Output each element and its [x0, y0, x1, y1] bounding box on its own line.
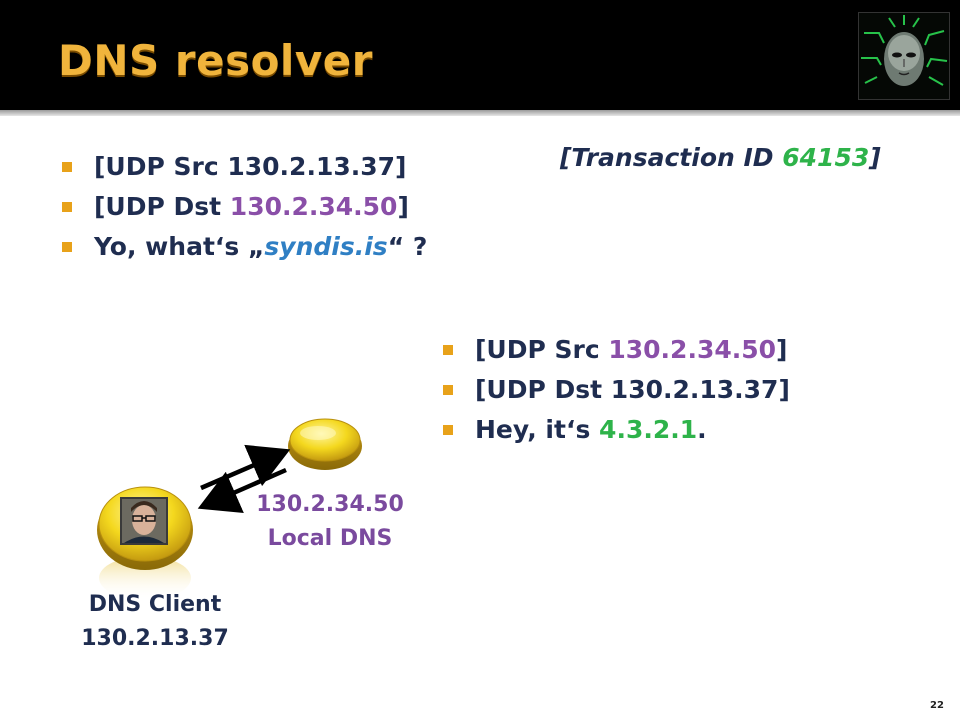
- query-question-suffix: “ ?: [387, 232, 428, 261]
- response-src-item: [UDP Src 130.2.34.50]: [443, 330, 790, 370]
- bullet-square-icon: [62, 162, 72, 172]
- local-dns-ip: 130.2.34.50: [256, 492, 404, 517]
- response-dst-ip: 130.2.13.37: [610, 375, 779, 404]
- response-src-label: [UDP Src: [475, 335, 609, 364]
- response-answer-label: Hey, it‘s: [475, 415, 600, 444]
- query-src-ip: 130.2.13.37: [227, 152, 396, 181]
- local-dns-node-icon: [288, 418, 362, 470]
- query-src-suffix: ]: [395, 152, 407, 181]
- query-dst-item: [UDP Dst 130.2.34.50]: [62, 187, 427, 227]
- query-dst-suffix: ]: [397, 192, 409, 221]
- slide-title: DNS resolver: [58, 36, 373, 85]
- shodan-face-logo-icon: [858, 12, 950, 100]
- local-dns-label: 130.2.34.50 Local DNS: [230, 488, 430, 556]
- transaction-id: [Transaction ID 64153]: [560, 143, 881, 172]
- dns-client-label: DNS Client 130.2.13.37: [55, 588, 255, 656]
- query-src-label: [UDP Src: [94, 152, 228, 181]
- query-domain: syndis.is: [264, 232, 388, 261]
- slide-header: [0, 0, 960, 110]
- bullet-square-icon: [62, 242, 72, 252]
- transaction-id-suffix: ]: [869, 143, 881, 172]
- dns-client-name: DNS Client: [88, 592, 222, 617]
- response-answer-suffix: .: [697, 415, 707, 444]
- response-bullet-list: [UDP Src 130.2.34.50] [UDP Dst 130.2.13.…: [443, 330, 790, 450]
- response-answer-ip: 4.3.2.1: [599, 415, 698, 444]
- header-divider: [0, 110, 960, 116]
- query-question-label: Yo, what‘s „: [94, 232, 265, 261]
- bullet-square-icon: [443, 425, 453, 435]
- bullet-square-icon: [62, 202, 72, 212]
- bullet-square-icon: [443, 385, 453, 395]
- bullet-square-icon: [443, 345, 453, 355]
- response-dst-item: [UDP Dst 130.2.13.37]: [443, 370, 790, 410]
- transaction-id-label: [Transaction ID: [560, 143, 783, 172]
- query-src-item: [UDP Src 130.2.13.37]: [62, 147, 427, 187]
- response-src-suffix: ]: [776, 335, 788, 364]
- query-question-item: Yo, what‘s „syndis.is“ ?: [62, 227, 427, 267]
- query-bullet-list: [UDP Src 130.2.13.37] [UDP Dst 130.2.34.…: [62, 147, 427, 267]
- response-src-ip: 130.2.34.50: [608, 335, 777, 364]
- query-arrow: [200, 444, 291, 491]
- response-dst-suffix: ]: [778, 375, 790, 404]
- response-answer-item: Hey, it‘s 4.3.2.1.: [443, 410, 790, 450]
- local-dns-name: Local DNS: [267, 526, 393, 551]
- response-dst-label: [UDP Dst: [475, 375, 611, 404]
- query-dst-label: [UDP Dst: [94, 192, 230, 221]
- client-avatar: [120, 497, 168, 545]
- query-dst-ip: 130.2.34.50: [229, 192, 398, 221]
- dns-client-ip: 130.2.13.37: [81, 626, 229, 651]
- transaction-id-value: 64153: [782, 143, 870, 172]
- response-arrow: [197, 467, 287, 513]
- slide-number: 22: [930, 700, 944, 711]
